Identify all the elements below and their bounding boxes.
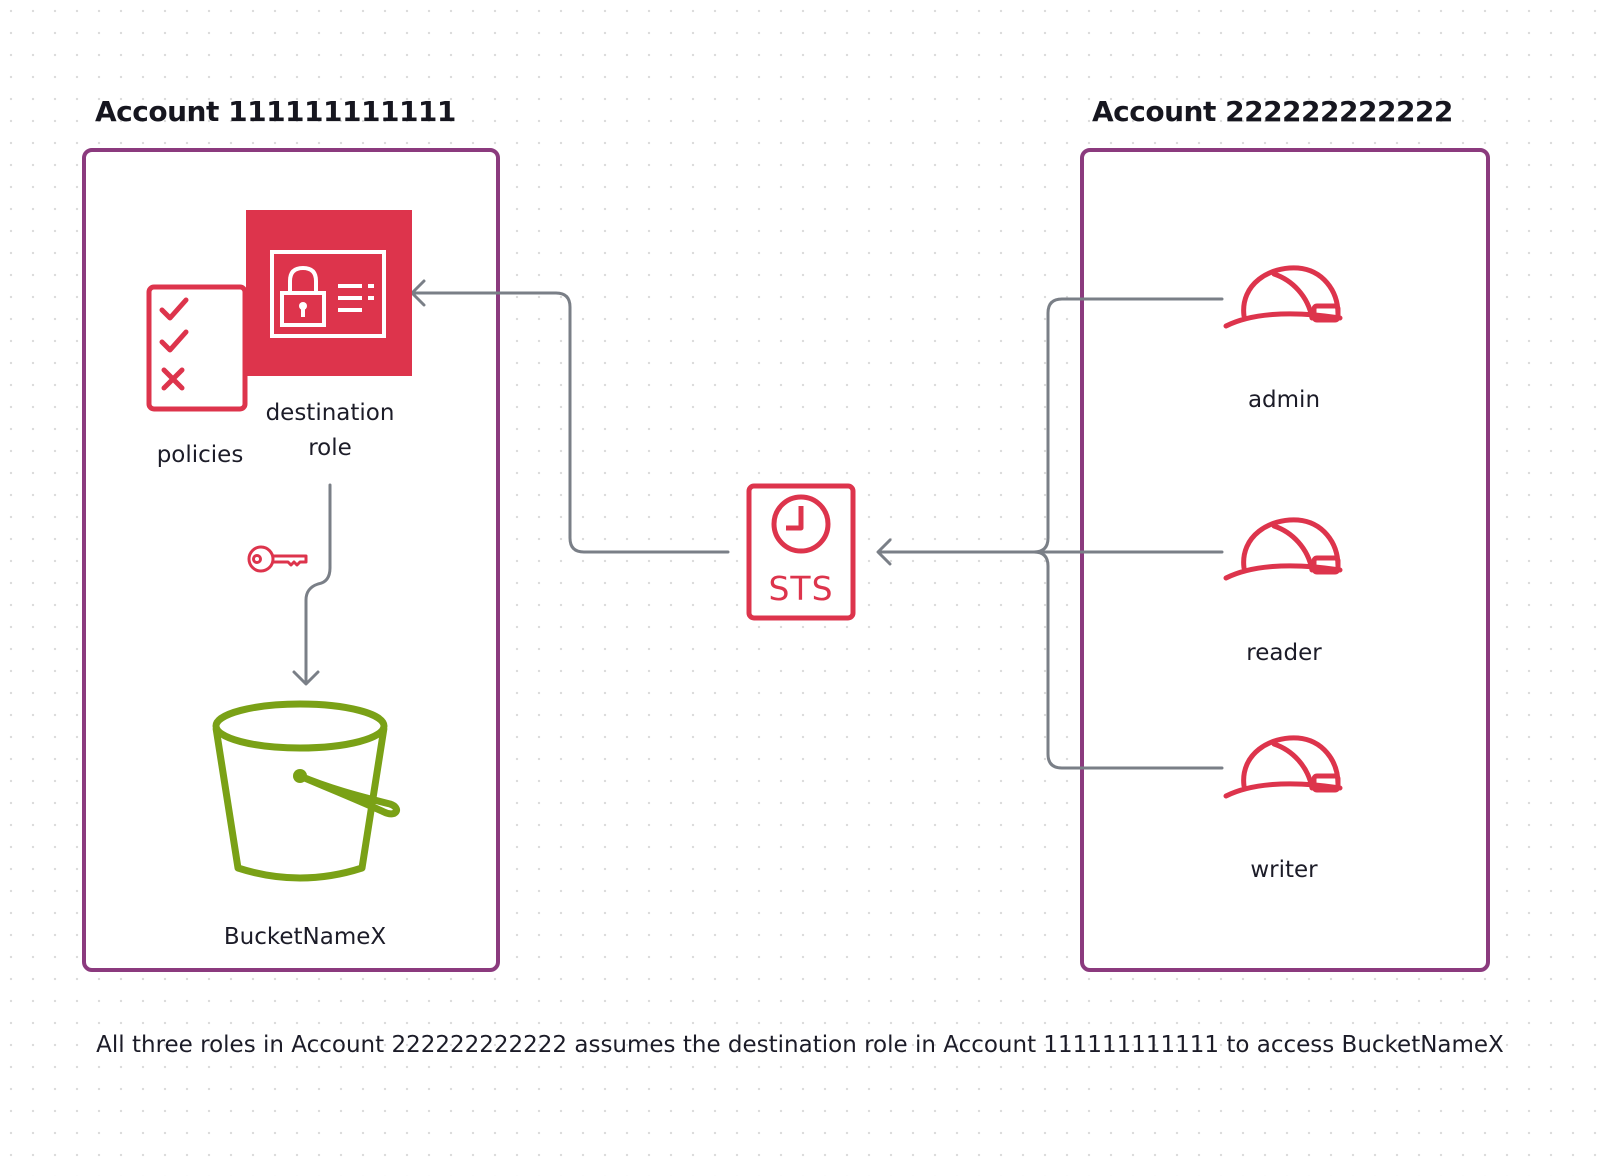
role-arrowhead xyxy=(410,279,426,307)
destination-role-label-line1: destination xyxy=(265,400,395,426)
role-to-bucket-connector xyxy=(304,483,332,684)
sts-to-role-connector xyxy=(410,291,730,554)
reader-role-label: reader xyxy=(1246,640,1322,666)
destination-role-label-line2: role xyxy=(308,435,352,461)
sts-label: STS xyxy=(768,569,834,608)
sts-node: STS xyxy=(746,483,856,621)
sts-icon xyxy=(746,483,856,621)
bucket-arrowhead xyxy=(292,670,320,686)
admin-connector xyxy=(1032,297,1224,554)
account-a-title: Account 111111111111 xyxy=(95,95,456,128)
s3-bucket-icon xyxy=(212,700,400,882)
admin-role-label: admin xyxy=(1247,387,1321,413)
reader-hard-hat-icon xyxy=(1223,517,1343,581)
diagram-caption: All three roles in Account 222222222222 … xyxy=(96,1032,1504,1058)
writer-connector xyxy=(1032,550,1224,770)
checklist-icon xyxy=(146,284,248,412)
iam-role-icon xyxy=(246,210,412,376)
admin-hard-hat-icon xyxy=(1223,265,1343,329)
account-b-box xyxy=(1080,148,1490,972)
policies-label: policies xyxy=(156,442,244,468)
bucket-label: BucketNameX xyxy=(223,924,387,950)
key-icon xyxy=(247,545,308,573)
writer-role-label: writer xyxy=(1250,857,1318,883)
account-b-title: Account 222222222222 xyxy=(1092,95,1453,128)
writer-hard-hat-icon xyxy=(1223,735,1343,799)
sts-arrowhead xyxy=(876,538,892,566)
